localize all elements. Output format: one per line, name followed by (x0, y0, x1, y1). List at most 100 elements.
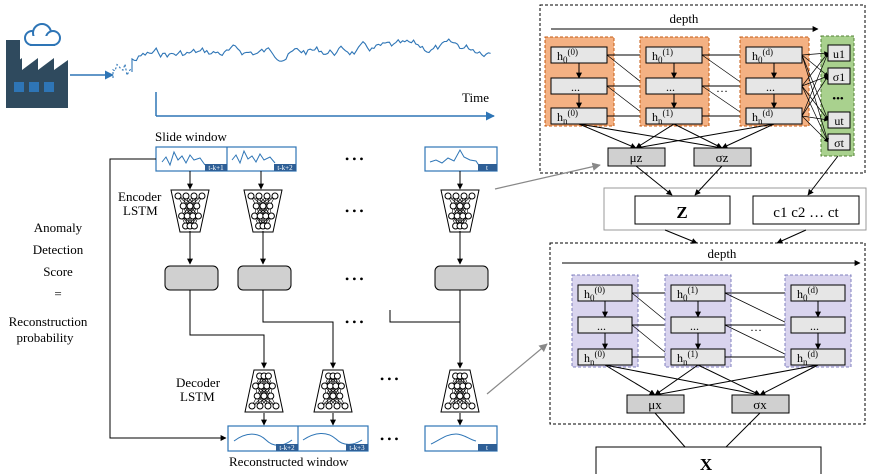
hidden-box-2 (237, 265, 292, 291)
encoder-sub: 0 (758, 55, 763, 65)
sigma-x-box (731, 394, 790, 414)
decoder-cell-label-1-2: ... (597, 319, 606, 333)
encoder-to-sigma (721, 123, 775, 149)
decoder-net-node-1 (264, 402, 272, 410)
cloud-icon (24, 23, 61, 46)
encoder-networks (170, 189, 480, 233)
sigma-z-box (693, 147, 752, 167)
recon-tag-2: t-k+3 (349, 444, 365, 452)
z-label: Z (676, 203, 687, 222)
decoder-net-edge-2 (320, 395, 340, 407)
green-fan-arrow (801, 52, 829, 117)
ellipsis-connectors: • • • (345, 315, 364, 329)
decoder-net-node-3 (464, 382, 472, 390)
encoder-net-node-1 (194, 212, 202, 220)
anomaly-score-text: Anomaly Detection Score = Reconstruction… (9, 220, 88, 345)
window-tag-t: t (486, 164, 488, 172)
decoder-net-node-1 (260, 392, 268, 400)
encoder-net-node-2 (267, 212, 275, 220)
encoder-to-sigma (673, 123, 723, 149)
arrow-green-c (807, 155, 839, 196)
decoder-net-node-1 (248, 402, 256, 410)
encoder-sup: (0) (568, 47, 579, 57)
decoder-detail-frame (549, 242, 866, 425)
green-fan-arrow (801, 52, 829, 87)
encoder-cell-label-1-2: ... (571, 80, 580, 94)
hidden-box-1 (164, 265, 219, 291)
ellipsis-windows: • • • (345, 152, 364, 166)
encoder-net-node-2 (263, 222, 271, 230)
encoder-net-node-2 (266, 202, 274, 210)
encoder-sup: (1) (663, 108, 674, 118)
encoder-net-edge-1 (177, 195, 197, 207)
window-tag-2: t-k+2 (277, 164, 293, 172)
mu-z-label: μz (630, 150, 643, 165)
green-fan-arrow (801, 85, 829, 121)
decoder-net-node-1 (267, 392, 275, 400)
decoder-net-edge-3 (447, 395, 467, 407)
recon-tag-1: t-k+2 (279, 444, 295, 452)
encoder-net-node-2 (255, 192, 263, 200)
encoder-net-node-3 (460, 192, 468, 200)
decoder-net-node-1 (256, 402, 264, 410)
decoder-hidden-grid: h0(0)...hn(0)h0(1)...hn(1)h0(d)...hn(d)… (571, 274, 852, 397)
decoder-diag (631, 324, 672, 358)
encoder-net-node-2 (271, 192, 279, 200)
ellipsis-hidden: • • • (345, 272, 364, 286)
decoder-net-node-2 (329, 392, 337, 400)
green-fan-arrow (801, 115, 829, 122)
decoder-net-edge-1 (257, 395, 277, 407)
encoder-sup: (1) (663, 47, 674, 57)
encoder-net-node-1 (190, 222, 198, 230)
decoder-depth-label: depth (708, 246, 737, 261)
encoder-net-trapezoid-1 (170, 189, 210, 233)
green-fan-arrow (801, 115, 829, 143)
c-label: c1 c2 … ct (773, 205, 839, 221)
green-fan-arrow (801, 54, 829, 77)
decoder-net-node-1 (253, 392, 261, 400)
reconstructed-window-row: t-k+2 t-k+3 (227, 425, 369, 452)
green-fan-arrow (801, 75, 829, 87)
decoder-net-node-1 (268, 382, 276, 390)
encoder-diag (701, 85, 747, 117)
x-output-box (595, 446, 822, 474)
encoder-depth-label: depth (670, 11, 699, 26)
hidden-box-3 (434, 265, 489, 291)
encoder-sub: n (758, 116, 763, 126)
decoder-to-mu (654, 364, 819, 397)
decoder-net-node-2 (341, 402, 349, 410)
decoder-net-node-1 (272, 402, 280, 410)
decoder-sup: (0) (595, 285, 606, 295)
decoder-sup: (0) (595, 349, 606, 359)
decoder-sub: 0 (590, 293, 595, 303)
score-line-4: = (54, 286, 61, 301)
arrow-latent-decoder-2 (776, 229, 807, 244)
decoder-net-node-3 (444, 402, 452, 410)
green-box-label-1: u1 (833, 47, 845, 61)
score-line-1: Anomaly (34, 220, 83, 235)
encoder-net-node-1 (190, 192, 198, 200)
decoder-sub: 0 (803, 293, 808, 303)
encoder-net-node-1 (174, 192, 182, 200)
x-output-label: X (700, 455, 713, 474)
decoder-to-mu (654, 364, 699, 396)
decoder-sup: (d) (808, 349, 819, 359)
factory-icon (6, 40, 68, 108)
encoder-sup: (d) (763, 47, 774, 57)
time-series-line (131, 38, 491, 72)
decoder-net-edge-3 (453, 395, 473, 407)
decoder-net-node-3 (456, 392, 464, 400)
score-line-5: Reconstruction (9, 314, 88, 329)
encoder-net-edge-1 (183, 195, 203, 207)
encoder-sub: 0 (563, 55, 568, 65)
z-box (634, 195, 731, 225)
green-fan-arrow (801, 54, 829, 121)
encoder-net-node-1 (193, 202, 201, 210)
green-fan-arrow (801, 54, 829, 143)
encoder-net-trapezoid-2 (243, 189, 283, 233)
decoder-net-node-3 (460, 402, 468, 410)
decoder-net-node-3 (452, 402, 460, 410)
time-label: Time (462, 90, 489, 105)
arrow-sigma-z (694, 165, 723, 196)
